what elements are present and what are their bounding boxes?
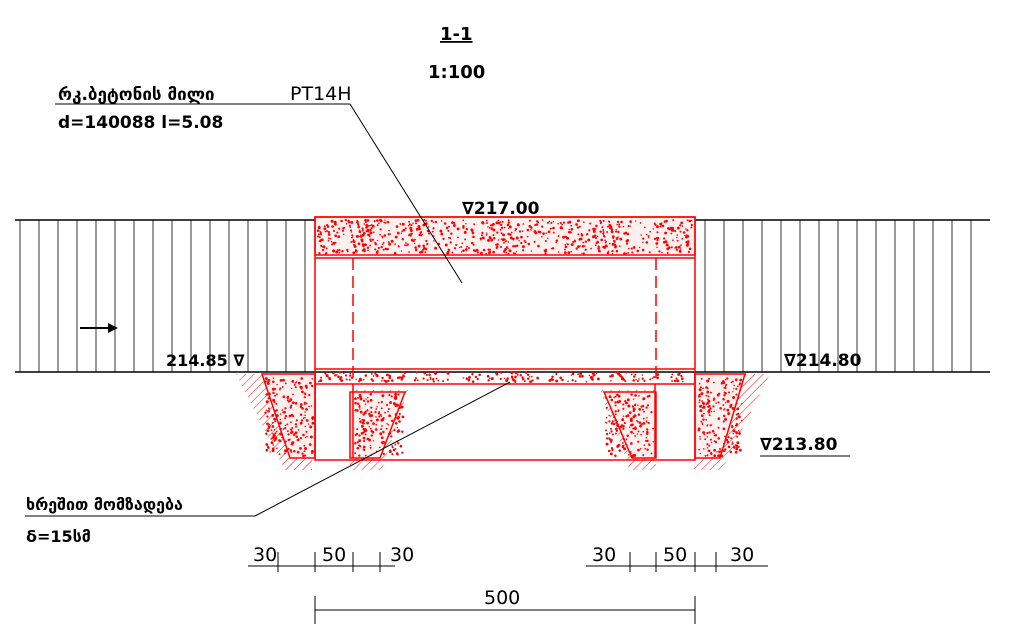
- gravel-note-sub: δ=15სმ: [26, 527, 91, 546]
- dim-right-1: 30: [592, 544, 616, 566]
- dimension-lines: [248, 552, 768, 624]
- scale-label: 1:100: [428, 62, 485, 83]
- leader-lines: [25, 103, 860, 517]
- dim-right-2: 50: [663, 544, 687, 566]
- dim-left-1: 30: [253, 544, 277, 566]
- elevation-top: ∇217.00: [462, 199, 540, 219]
- dim-left-2: 50: [322, 544, 346, 566]
- pipe-note-code: PT14H: [290, 83, 352, 105]
- elevation-right: ∇214.80: [784, 351, 862, 371]
- elevation-bottom: ∇213.80: [760, 435, 838, 455]
- elevation-left: 214.85 ∇: [166, 351, 245, 370]
- pipe-note-dims: d=140088 l=5.08: [58, 113, 223, 133]
- concrete-speckle: [264, 218, 743, 458]
- section-mark: 1-1: [440, 24, 473, 45]
- gravel-note-title: ხრეშით მომზადება: [26, 495, 183, 514]
- pipe-note-title: რკ.ბეტონის მილი: [58, 85, 215, 105]
- dim-left-3: 30: [390, 544, 414, 566]
- foundation-hatching: [236, 374, 770, 470]
- flow-arrow: [80, 323, 118, 333]
- dim-right-3: 30: [730, 544, 754, 566]
- culvert-structure: [260, 216, 747, 461]
- dim-total: 500: [484, 587, 520, 609]
